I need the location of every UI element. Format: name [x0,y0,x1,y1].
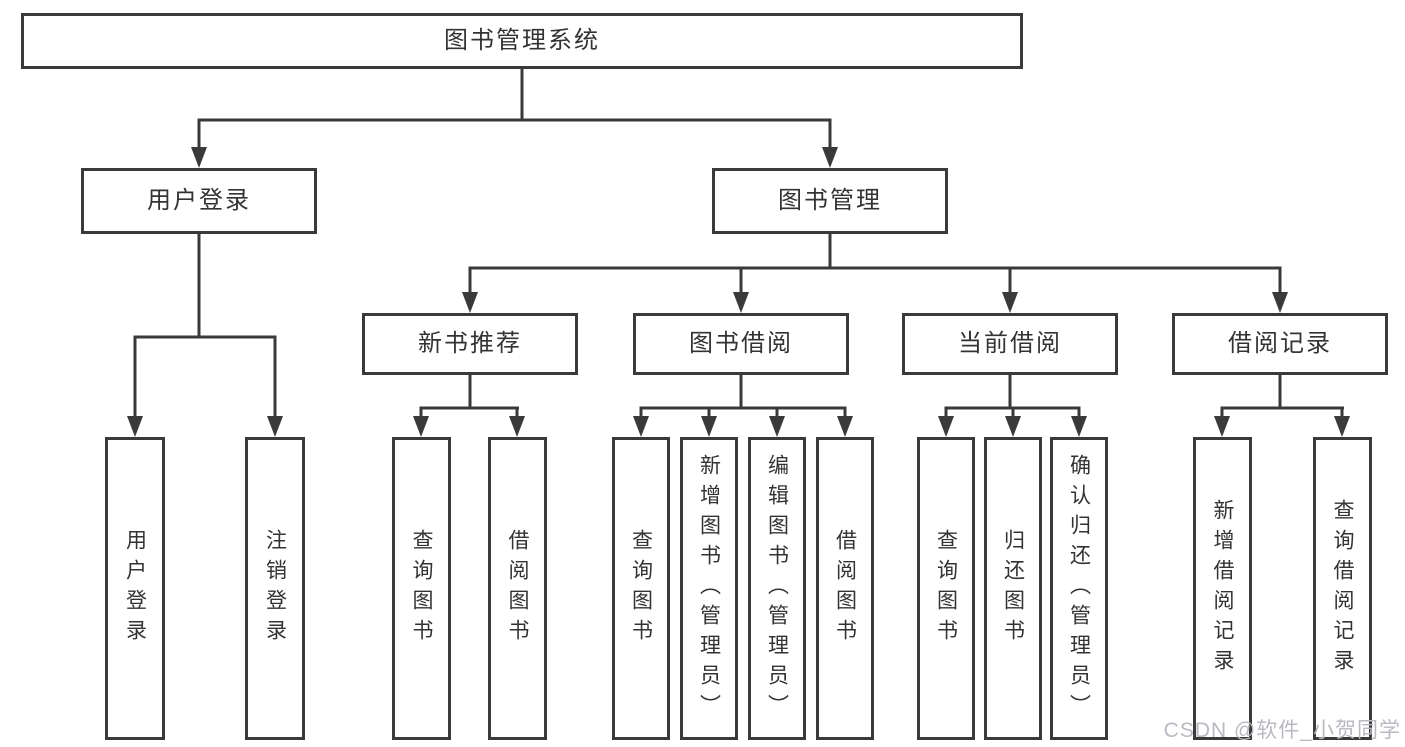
leaf-query-books-borrow-label: 查询图书 [629,528,653,649]
leaf-query-books-borrow: 查询图书 [612,437,670,740]
node-current-borrow-label: 当前借阅 [958,330,1062,357]
leaf-query-borrow-record-label: 查询借阅记录 [1331,498,1354,679]
node-book-borrow: 图书借阅 [633,313,849,375]
leaf-confirm-return-admin: 确认归还（管理员） [1050,437,1108,740]
leaf-edit-books-admin-label: 编辑图书（管理员） [765,453,789,724]
node-book-management-label: 图书管理 [778,187,882,214]
node-new-book-recommend: 新书推荐 [362,313,578,375]
leaf-edit-books-admin: 编辑图书（管理员） [748,437,806,740]
leaf-borrow-books-recommend-label: 借阅图书 [506,528,529,649]
leaf-query-borrow-record: 查询借阅记录 [1313,437,1372,740]
node-borrow-records: 借阅记录 [1172,313,1388,375]
node-user-login: 用户登录 [81,168,317,234]
leaf-add-borrow-record: 新增借阅记录 [1193,437,1252,740]
node-current-borrow: 当前借阅 [902,313,1118,375]
node-book-management: 图书管理 [712,168,948,234]
leaf-add-books-admin: 新增图书（管理员） [680,437,738,740]
leaf-confirm-return-admin-label: 确认归还（管理员） [1067,453,1091,724]
node-root: 图书管理系统 [21,13,1023,69]
node-user-login-label: 用户登录 [147,187,251,214]
leaf-query-books-current: 查询图书 [917,437,975,740]
leaf-query-books-recommend: 查询图书 [392,437,451,740]
leaf-add-borrow-record-label: 新增借阅记录 [1211,498,1234,679]
leaf-borrow-books-recommend: 借阅图书 [488,437,547,740]
leaf-logout: 注销登录 [245,437,305,740]
node-borrow-records-label: 借阅记录 [1228,330,1332,357]
node-new-book-recommend-label: 新书推荐 [418,330,522,357]
watermark: CSDN @软件_小贺同学 [1163,719,1401,742]
leaf-user-login-label: 用户登录 [123,528,147,649]
leaf-borrow-books: 借阅图书 [816,437,874,740]
leaf-add-books-admin-label: 新增图书（管理员） [697,453,721,724]
leaf-borrow-books-label: 借阅图书 [833,528,857,649]
leaf-query-books-recommend-label: 查询图书 [410,528,433,649]
leaf-return-books-label: 归还图书 [1001,528,1025,649]
leaf-user-login: 用户登录 [105,437,165,740]
leaf-query-books-current-label: 查询图书 [934,528,958,649]
leaf-logout-label: 注销登录 [263,528,287,649]
node-root-label: 图书管理系统 [444,27,600,54]
arrowheads [127,147,1350,437]
leaf-return-books: 归还图书 [984,437,1042,740]
node-book-borrow-label: 图书借阅 [689,330,793,357]
